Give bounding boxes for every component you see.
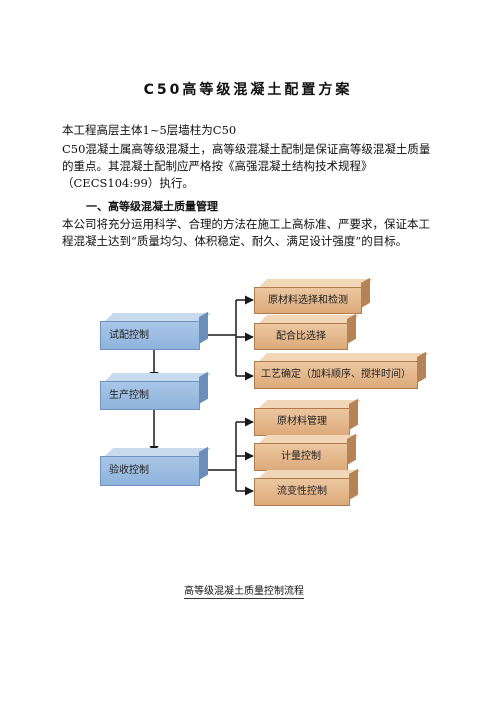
paragraph-2: 本公司将充分运用科学、合理的方法在施工上高标准、严要求，保证本工程混凝土达到“质…	[62, 217, 430, 248]
production-step-2: 计量控制	[254, 443, 348, 471]
stage-production-control: 生产控制	[100, 381, 200, 410]
trial-step-1: 原材料选择和检测	[254, 287, 362, 314]
trial-step-3: 工艺确定（加料顺序、搅拌时间）	[254, 361, 418, 389]
paragraph-1: C50混凝土属高等级混凝土，高等级混凝土配制是保证高等级混凝土质量的重点。其混凝…	[62, 142, 431, 190]
intro-line: 本工程高层主体1~5层墙柱为C50	[62, 123, 237, 137]
production-step-3: 流变性控制	[254, 478, 350, 506]
section-heading: 一、高等级混凝土质量管理	[86, 200, 218, 213]
document-title: C50高等级混凝土配置方案	[143, 82, 353, 98]
diagram-caption: 高等级混凝土质量控制流程	[184, 582, 304, 599]
production-step-1: 原材料管理	[254, 408, 350, 436]
stage-trial-control: 试配控制	[100, 321, 200, 350]
trial-step-2: 配合比选择	[254, 323, 348, 350]
stage-acceptance-control: 验收控制	[100, 456, 200, 486]
